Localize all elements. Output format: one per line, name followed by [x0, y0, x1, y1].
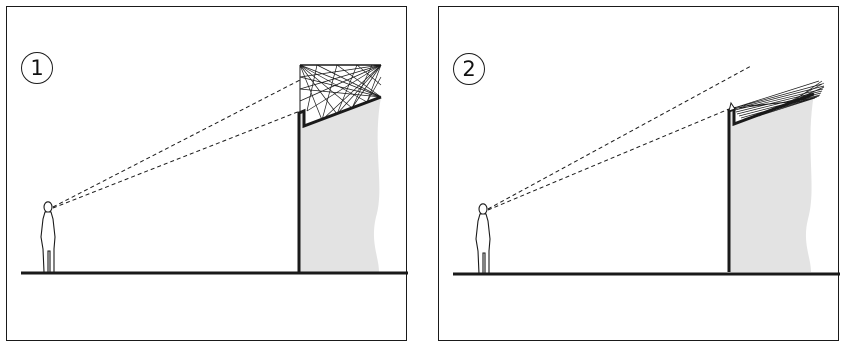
- building-shade: [299, 97, 381, 272]
- panel-2-drawing: [453, 65, 840, 276]
- panel-number-badge: 1: [21, 52, 53, 84]
- building-shade: [729, 94, 814, 272]
- person-figure: [475, 203, 491, 275]
- roof-louvers: [733, 80, 825, 120]
- roof-cap: [728, 101, 736, 112]
- sight-lines: [52, 79, 301, 209]
- building-wall: [297, 95, 382, 272]
- person-figure: [40, 201, 56, 273]
- roof-shading-mesh: [299, 64, 382, 121]
- panel-number-badge: 2: [453, 53, 485, 85]
- diagram-panel-2: 2: [438, 6, 840, 341]
- panel-1-drawing: [21, 64, 408, 275]
- sight-lines: [487, 65, 752, 211]
- diagram-panel-1: 1: [6, 6, 408, 341]
